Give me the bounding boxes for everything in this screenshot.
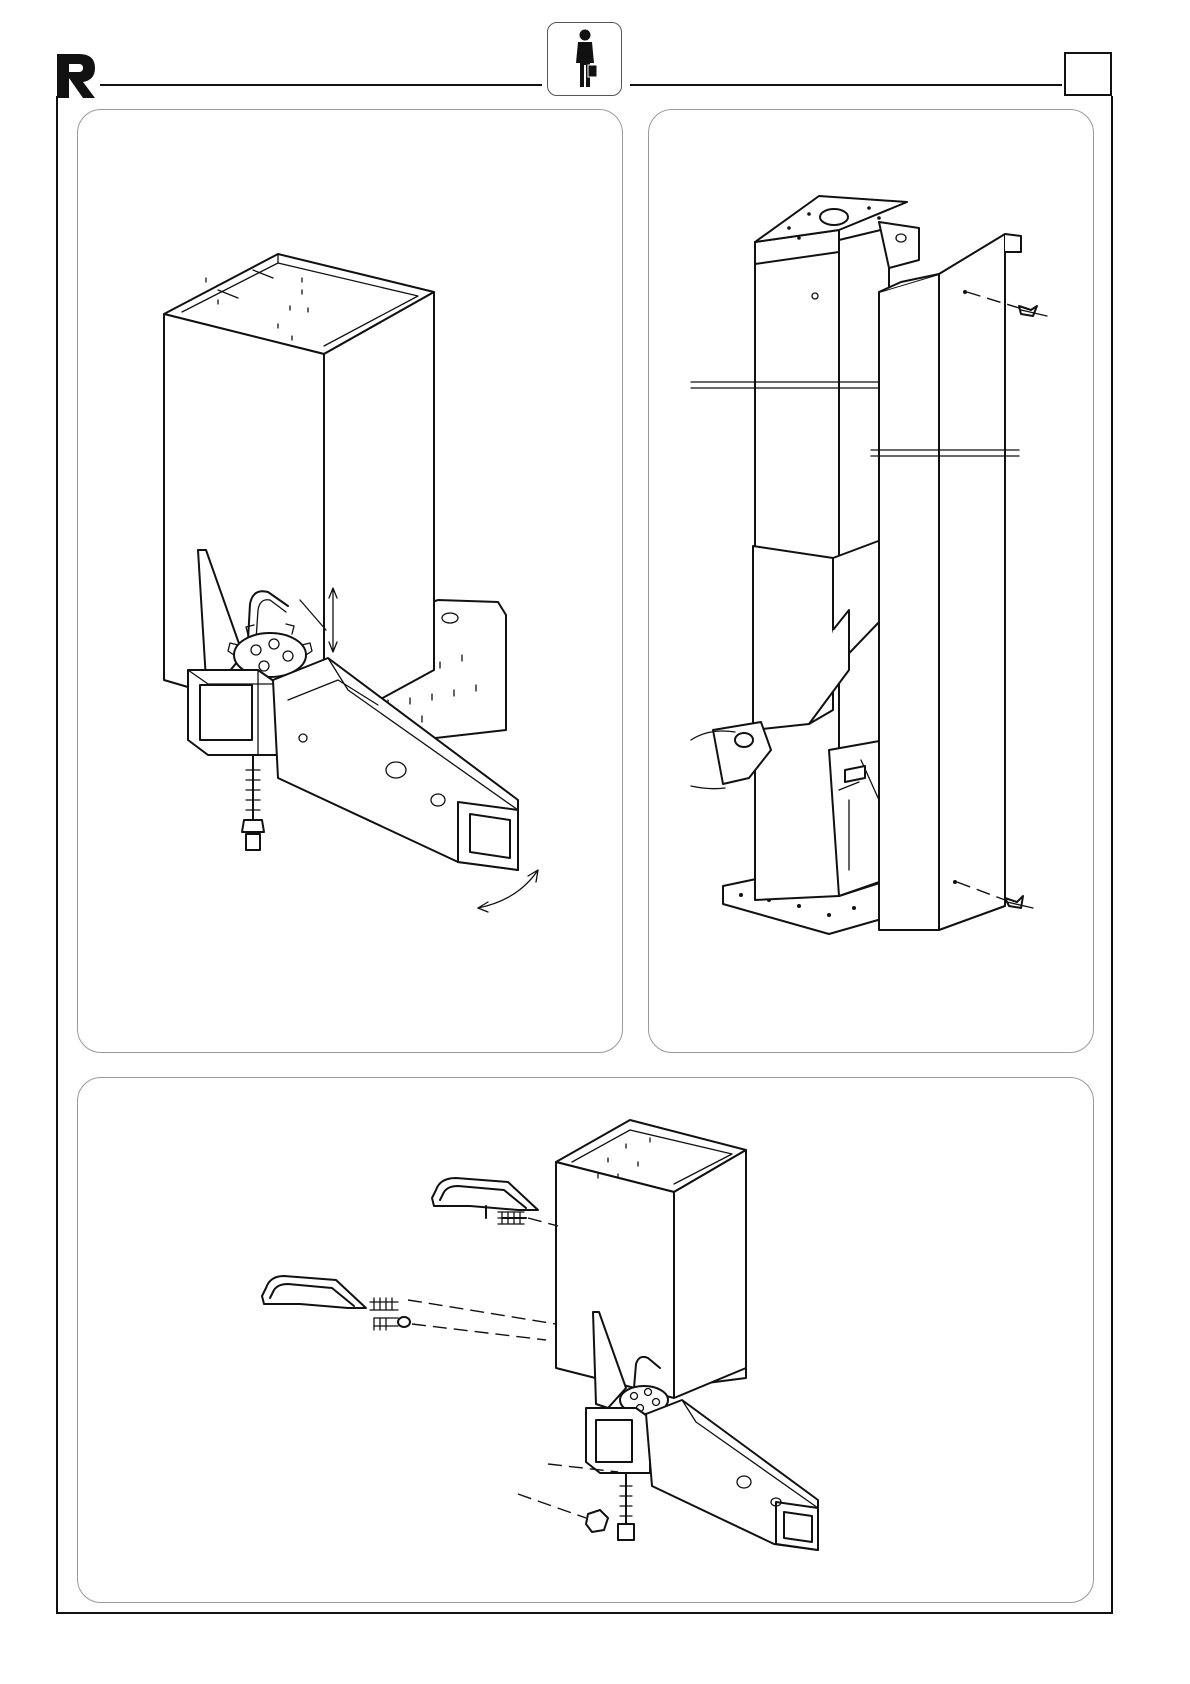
figure-bracket-assembly: [77, 1077, 1094, 1603]
page-number-box: [1064, 52, 1112, 96]
figure-column-cover: [648, 109, 1094, 1053]
column-cover-illustration: [649, 110, 1095, 1054]
pillar-bracket-illustration: [78, 110, 624, 1054]
figure-bracket-adjustment: [77, 109, 623, 1053]
operator-person-icon: [570, 29, 600, 89]
u-bolt-assembly-illustration: [78, 1078, 1095, 1604]
header: [0, 0, 1190, 110]
operator-badge: [547, 22, 622, 96]
header-rule-left: [100, 84, 542, 86]
header-rule-right: [630, 84, 1062, 86]
brand-r-logo-icon: [55, 52, 97, 100]
